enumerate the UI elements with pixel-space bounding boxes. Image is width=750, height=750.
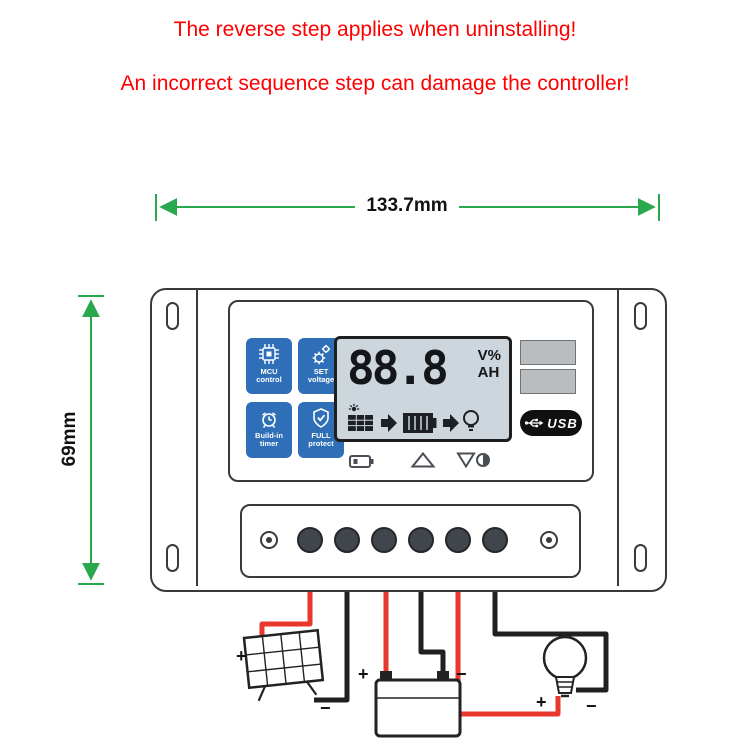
tile-mcu-control: MCU control	[246, 338, 292, 394]
bulb-minus-label: −	[586, 696, 597, 716]
lcd-flow-icons	[348, 403, 479, 433]
alarm-clock-icon	[262, 412, 276, 428]
usb-port-slot-top	[520, 340, 576, 365]
light-bulb-icon	[542, 635, 588, 698]
mounting-slot-bottom-right	[634, 544, 647, 572]
cover-screw-right	[540, 531, 558, 549]
tile-label: timer	[259, 439, 279, 448]
tile-label: MCU	[260, 367, 278, 376]
battery-minus-label: −	[456, 664, 467, 684]
tile-label: Build-in	[255, 431, 283, 440]
lcd-battery-icon	[403, 413, 437, 433]
usb-port-slot-bottom	[520, 369, 576, 394]
arrow-right-icon	[443, 414, 459, 432]
tile-label: voltage	[307, 375, 335, 384]
solar-panel-icon	[242, 628, 325, 702]
mounting-slot-bottom-left	[166, 544, 179, 572]
height-dimension-line	[78, 295, 104, 585]
tile-label: control	[256, 375, 282, 384]
terminal-pv-positive	[297, 527, 323, 553]
lcd-unit-amp-hour: AH	[477, 364, 500, 381]
right-flange-line	[617, 290, 619, 586]
load-negative-wire	[492, 560, 609, 693]
lcd-value: 88.8	[347, 341, 449, 395]
shield-icon	[313, 408, 329, 428]
usb-trident-icon	[525, 418, 544, 428]
terminal-load-negative	[482, 527, 508, 553]
arrow-right-icon	[381, 414, 397, 432]
tile-built-in-timer: Build-in timer	[246, 402, 292, 458]
panel-plus-label: +	[236, 646, 247, 666]
tile-label: SET	[313, 367, 329, 376]
terminal-battery-positive	[371, 527, 397, 553]
up-arrow-button-icon	[410, 451, 436, 468]
battery-icon	[374, 671, 462, 738]
cover-screw-left	[260, 531, 278, 549]
down-arrow-brightness-button-icon	[456, 452, 490, 469]
usb-label: USB	[547, 415, 578, 431]
warning-line-1: The reverse step applies when uninstalli…	[173, 18, 577, 41]
usb-badge: USB	[520, 410, 582, 436]
battery-negative-wire	[418, 560, 446, 674]
warning-line-2: An incorrect sequence step can damage th…	[120, 72, 630, 95]
panel-negative-wire	[314, 560, 350, 703]
lcd-bulb-icon	[463, 410, 479, 431]
tile-label: FULL	[311, 431, 331, 440]
mcu-chip-icon	[259, 344, 279, 364]
mounting-slot-top-left	[166, 302, 179, 330]
terminal-battery-negative	[408, 527, 434, 553]
terminal-load-positive	[445, 527, 471, 553]
terminal-pv-negative	[334, 527, 360, 553]
left-flange-line	[196, 290, 198, 586]
width-dimension-label: 133.7mm	[355, 195, 459, 217]
tile-label: protect	[308, 439, 334, 448]
load-positive-wire	[455, 560, 561, 717]
lcd-solar-panel-icon	[348, 415, 373, 431]
panel-minus-label: −	[320, 698, 331, 718]
bulb-plus-label: +	[536, 692, 547, 712]
lcd-unit-volt-percent: V%	[477, 347, 501, 364]
sun-icon	[348, 403, 360, 412]
height-dimension-label: 69mm	[59, 404, 81, 474]
gear-icon	[312, 344, 331, 365]
lcd-display: 88.8 V% AH	[334, 336, 512, 442]
mode-battery-button-icon	[349, 455, 374, 468]
mounting-slot-top-right	[634, 302, 647, 330]
battery-plus-label: +	[358, 664, 369, 684]
